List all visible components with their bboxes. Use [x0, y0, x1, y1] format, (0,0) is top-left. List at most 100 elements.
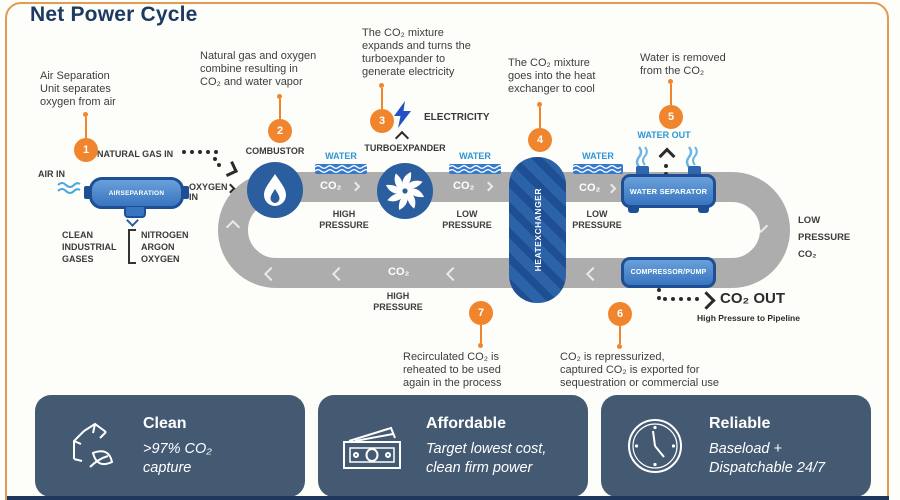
- natural-gas-dot: [217, 163, 221, 167]
- air-separation-unit: AIRSEPARATION: [89, 177, 184, 209]
- turbine-fan-icon: [386, 172, 424, 210]
- slide-border: [5, 2, 889, 500]
- water-band: [573, 164, 623, 174]
- co2-label: CO₂: [388, 266, 410, 278]
- callout-3-badge: 3: [370, 109, 394, 133]
- callout-1-dot: [83, 112, 88, 117]
- callout-3-stem: [381, 88, 383, 109]
- callout-2-badge: 2: [268, 119, 292, 143]
- air-in-label: AIR IN: [38, 169, 65, 179]
- callout-6-text: CO₂ is repressurized, captured CO₂ is ex…: [560, 351, 719, 389]
- callout-2-stem: [279, 99, 281, 119]
- water-separator-label: WATER SEPARATOR: [629, 186, 708, 196]
- separator-nub: [636, 166, 649, 176]
- natural-gas-in-label: NATURAL GAS IN: [97, 149, 174, 159]
- card-title: Clean: [143, 414, 187, 432]
- card-affordable: Affordable Target lowest cost, clean fir…: [318, 395, 588, 497]
- co2-out-label: CO₂ OUT: [720, 290, 785, 307]
- callout-1-text: Air Separation Unit separates oxygen fro…: [40, 70, 116, 108]
- recycle-leaf-icon: [35, 417, 143, 475]
- combustor-unit: [247, 162, 303, 218]
- callout-6-stem: [619, 326, 621, 344]
- air-separation-label: AIRSEPARATION: [108, 189, 165, 197]
- compressor-pump-label: COMPRESSOR/PUMP: [630, 269, 707, 276]
- water-label: WATER: [582, 151, 614, 161]
- natural-gas-dots: [182, 150, 218, 154]
- heat-exchanger-unit: HEATEXCHANGER: [509, 157, 566, 303]
- callout-2-text: Natural gas and oxygen combine resulting…: [200, 50, 317, 88]
- air-waves-icon: [57, 182, 81, 194]
- callout-6-dot: [617, 344, 622, 349]
- callout-7-stem: [480, 325, 482, 343]
- callout-5-stem: [670, 84, 672, 105]
- callout-7-badge: 7: [469, 301, 493, 325]
- callout-4-text: The CO₂ mixture goes into the heat excha…: [508, 57, 596, 95]
- callout-7-text: Recirculated CO₂ is reheated to be used …: [403, 351, 502, 389]
- callout-3-dot: [379, 83, 384, 88]
- callout-7-dot: [478, 343, 483, 348]
- callout-6-badge: 6: [608, 302, 632, 326]
- callout-3-text: The CO₂ mixture expands and turns the tu…: [362, 27, 471, 78]
- co2-label: CO₂: [453, 180, 475, 192]
- callout-2-dot: [277, 94, 282, 99]
- co2-out-dots: [663, 297, 699, 301]
- asu-foot: [124, 207, 146, 218]
- clean-industrial-gases-label: CLEAN INDUSTRIAL GASES: [62, 230, 117, 264]
- water-band: [449, 164, 501, 174]
- callout-4-stem: [539, 107, 541, 128]
- separated-gases-label: NITROGEN ARGON OXYGEN: [141, 230, 189, 264]
- steam-icon: [635, 146, 648, 168]
- turboexpander-unit: [377, 163, 433, 219]
- pressure-label: LOW PRESSURE: [572, 209, 622, 230]
- water-label: WATER: [325, 151, 357, 161]
- card-text: Target lowest cost, clean firm power: [426, 440, 547, 476]
- card-text: >97% CO₂ capture: [143, 440, 212, 476]
- banknote-icon: [318, 419, 426, 473]
- callout-5-badge: 5: [659, 105, 683, 129]
- water-label: WATER: [459, 151, 491, 161]
- bottom-divider: [7, 496, 889, 500]
- co2-label: CO₂: [579, 182, 601, 194]
- card-content: Affordable Target lowest cost, clean fir…: [426, 415, 546, 478]
- flame-icon: [264, 174, 286, 206]
- callout-4-badge: 4: [528, 128, 552, 152]
- asu-nub: [84, 186, 91, 199]
- water-out-label: WATER OUT: [637, 130, 691, 140]
- callout-5-text: Water is removed from the CO₂: [640, 52, 726, 77]
- electricity-label: ELECTRICITY: [424, 112, 490, 123]
- heat-exchanger-label: HEATEXCHANGER: [532, 188, 543, 272]
- co2-out-note: High Pressure to Pipeline: [697, 313, 800, 323]
- natural-gas-dot: [213, 157, 217, 161]
- separator-foot: [698, 206, 709, 213]
- steam-icon: [685, 146, 698, 168]
- lightning-bolt-icon: [394, 101, 411, 128]
- callout-1-badge: 1: [74, 138, 98, 162]
- asu-nub: [182, 186, 189, 199]
- clock-icon: [601, 417, 709, 475]
- pressure-label: HIGH PRESSURE: [319, 209, 369, 230]
- water-band: [315, 164, 367, 174]
- callout-1-stem: [85, 117, 87, 138]
- card-content: Reliable Baseload + Dispatchable 24/7: [709, 415, 825, 478]
- low-pressure-co2-label: LOW PRESSURE CO₂: [798, 215, 851, 260]
- turboexpander-label: TURBOEXPANDER: [364, 143, 446, 153]
- separator-foot: [628, 206, 639, 213]
- card-title: Affordable: [426, 414, 506, 432]
- card-clean: Clean >97% CO₂ capture: [35, 395, 305, 497]
- callout-4-dot: [537, 102, 542, 107]
- gases-bracket: [128, 229, 136, 264]
- combustor-label: COMBUSTOR: [245, 146, 305, 156]
- oxygen-in-label: OXYGEN IN: [189, 182, 228, 202]
- pressure-label: HIGH PRESSURE: [373, 291, 423, 312]
- page-title: Net Power Cycle: [30, 3, 198, 26]
- card-reliable: Reliable Baseload + Dispatchable 24/7: [601, 395, 871, 497]
- compressor-pump-unit: COMPRESSOR/PUMP: [621, 257, 716, 288]
- separator-nub: [688, 166, 701, 176]
- card-text: Baseload + Dispatchable 24/7: [709, 440, 826, 476]
- card-content: Clean >97% CO₂ capture: [143, 415, 212, 478]
- callout-5-dot: [668, 79, 673, 84]
- water-separator-unit: WATER SEPARATOR: [621, 174, 716, 208]
- co2-label: CO₂: [320, 180, 342, 192]
- card-title: Reliable: [709, 414, 771, 432]
